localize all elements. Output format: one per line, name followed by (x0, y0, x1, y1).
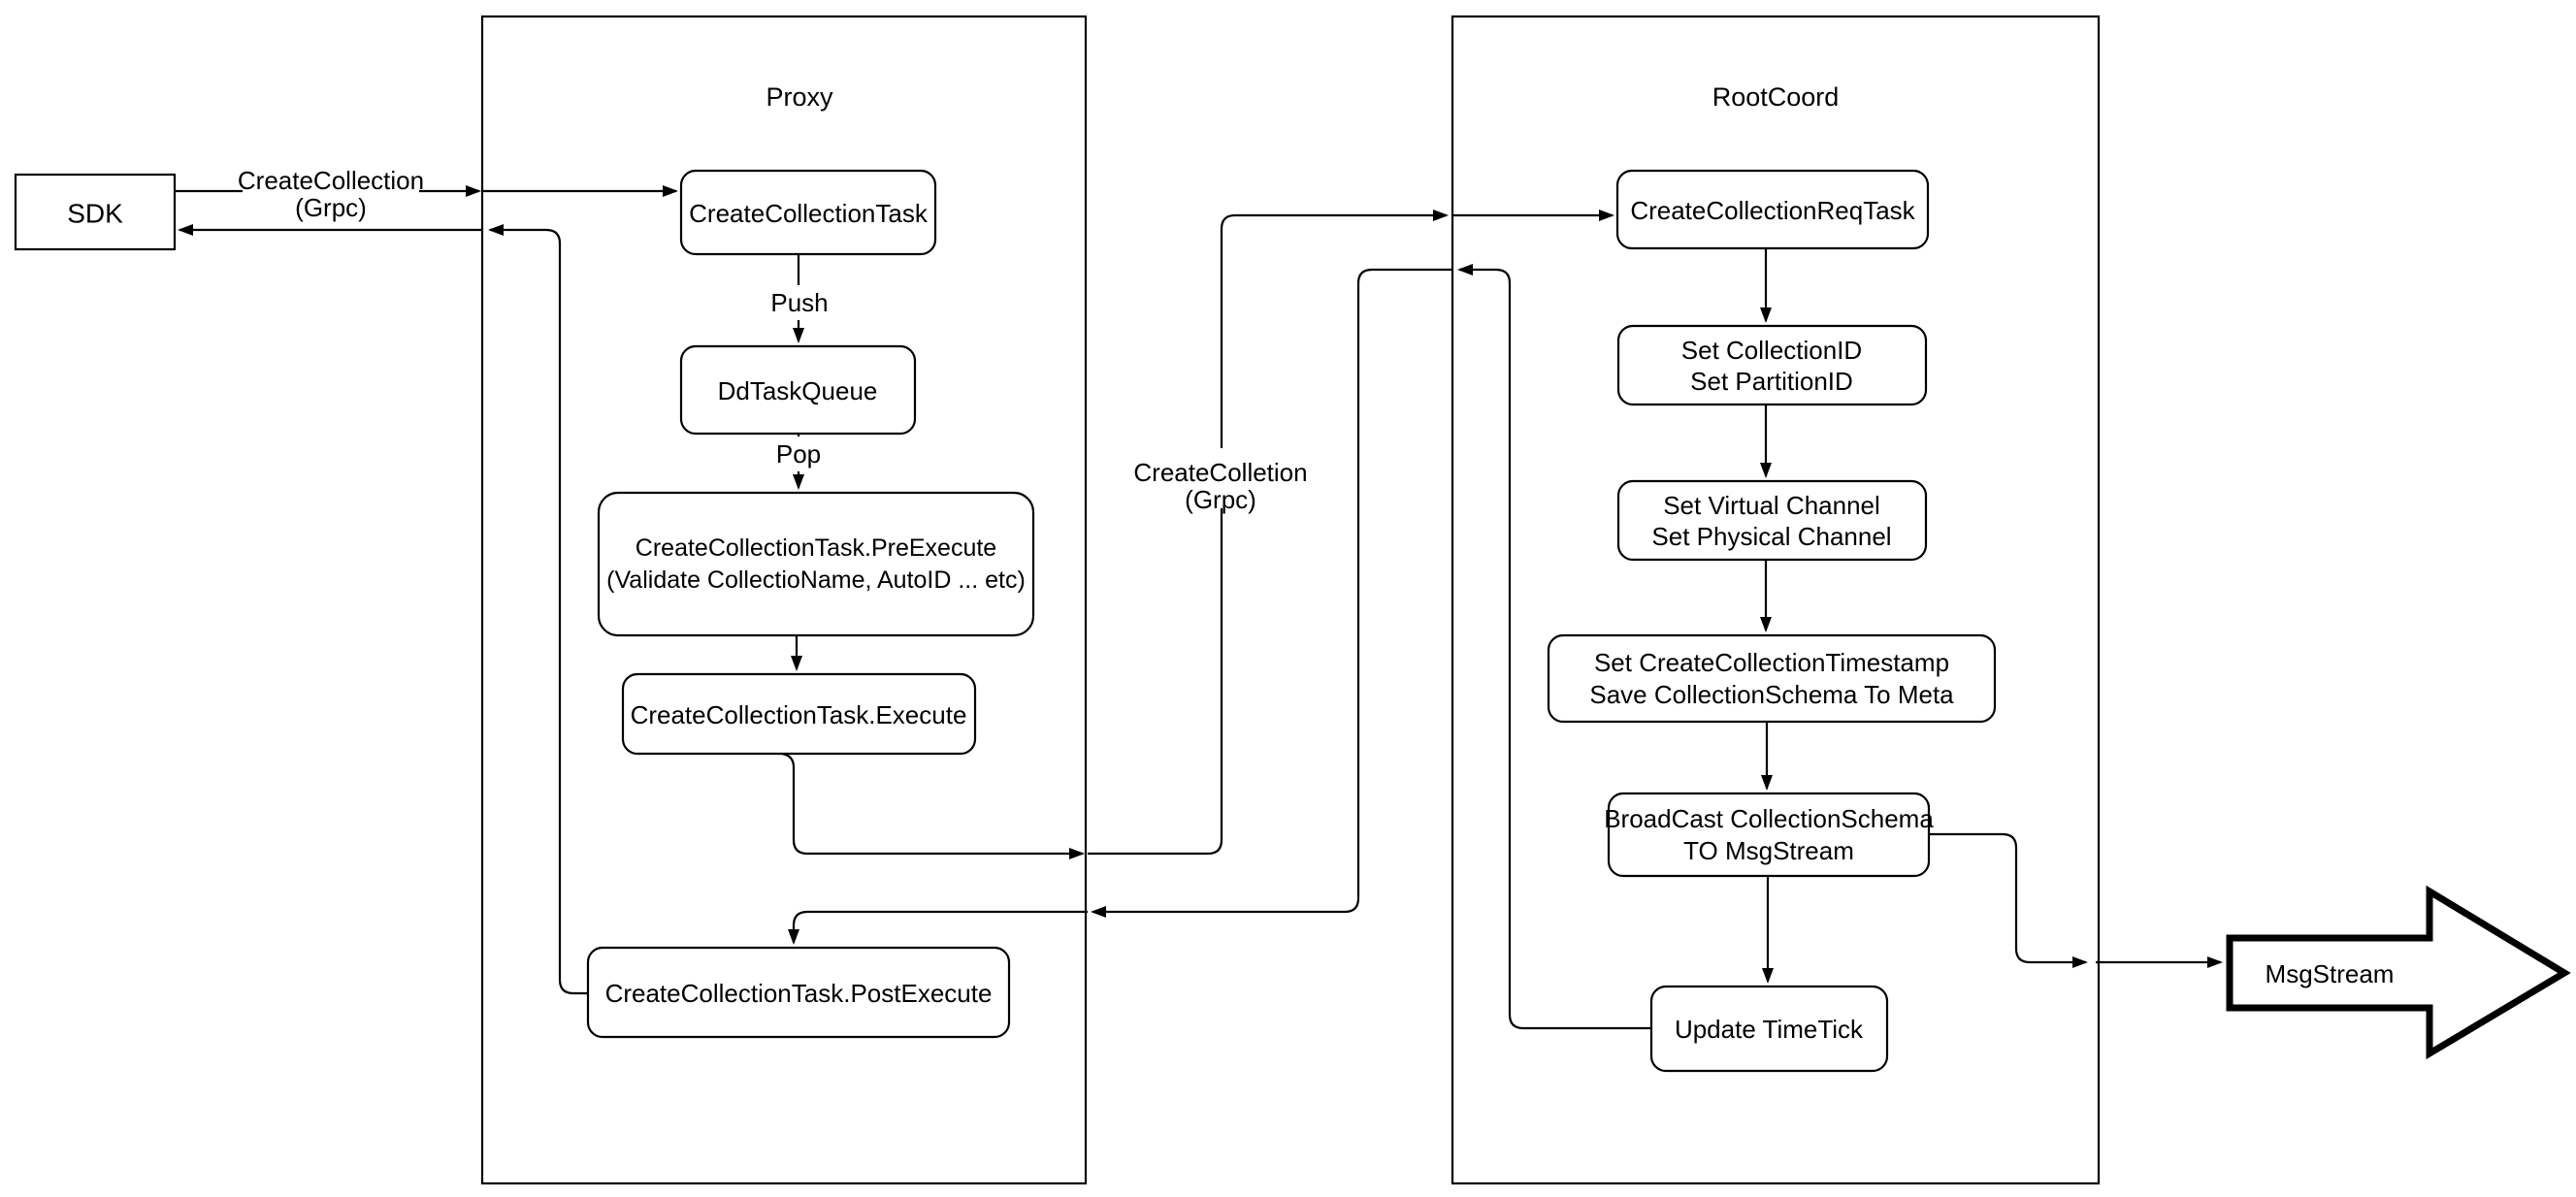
broadcast-box (1607, 792, 1931, 878)
label-background (770, 437, 827, 471)
node-set-channels: Set Virtual Channel Set Physical Channel (1616, 479, 1928, 562)
set-ids-box (1616, 324, 1928, 406)
edge-rootcoord-return-to-proxy (1091, 268, 1452, 918)
create-collection-task-box (679, 169, 937, 256)
label-background (763, 285, 836, 320)
pre-execute-box (597, 491, 1035, 637)
node-label: DdTaskQueue (718, 376, 878, 405)
execute-box (621, 672, 977, 756)
node-broadcast: BroadCast CollectionSchema TO MsgStream (1604, 792, 1934, 878)
edge-broadcast-to-rootcoord-edge (1929, 832, 2088, 968)
container-rootcoord: RootCoord (1451, 15, 2101, 1185)
node-update-timetick: Update TimeTick (1649, 985, 1889, 1073)
edge-execute-to-proxy-edge (781, 752, 1085, 859)
label-background (1133, 448, 1308, 508)
edge-label-line: Pop (776, 439, 821, 469)
node-create-collection-task: CreateCollectionTask (679, 169, 937, 256)
node-label: CreateCollectionTask.PreExecute (636, 534, 996, 562)
node-label: Set PartitionID (1690, 367, 1853, 396)
sdk-box (14, 173, 177, 251)
set-timestamp-box (1547, 633, 1997, 724)
node-label: (Validate CollectioName, AutoID ... etc) (606, 566, 1026, 594)
edge-label-pop: Pop (770, 437, 827, 471)
node-label: BroadCast CollectionSchema (1604, 804, 1934, 833)
node-label: Set Virtual Channel (1663, 491, 1880, 520)
proxy-boundary (480, 15, 1088, 1185)
set-channels-box (1616, 479, 1928, 562)
node-msgstream: MsgStream (2226, 885, 2571, 1060)
node-label: Update TimeTick (1675, 1015, 1864, 1044)
update-timetick-box (1649, 985, 1889, 1073)
edge-label-push: Push (763, 285, 836, 320)
node-label: SDK (67, 199, 123, 229)
edge-updatetimetick-to-rootcoord-edge (1457, 264, 1651, 1030)
node-label: CreateCollectionTask.Execute (631, 700, 967, 729)
node-sdk: SDK (14, 173, 177, 251)
node-label: CreateCollectionReqTask (1630, 196, 1915, 225)
node-label: MsgStream (2266, 959, 2395, 988)
msgstream-arrow-shape (2226, 885, 2571, 1060)
edge-label-createcollection-grpc: CreateCollection (Grpc) (238, 165, 424, 222)
node-execute: CreateCollectionTask.Execute (621, 672, 977, 756)
node-set-timestamp: Set CreateCollectionTimestamp Save Colle… (1547, 633, 1997, 724)
node-label: TO MsgStream (1683, 836, 1854, 865)
node-label: Set CreateCollectionTimestamp (1594, 648, 1949, 677)
label-background (243, 165, 419, 221)
rootcoord-boundary (1451, 15, 2101, 1185)
node-label: CreateCollectionTask.PostExecute (605, 979, 993, 1008)
container-proxy: Proxy (480, 15, 1088, 1185)
create-collection-req-task-box (1615, 169, 1930, 250)
edge-label-createcolletion-grpc: CreateColletion (Grpc) (1133, 448, 1308, 514)
node-label: Set Physical Channel (1651, 522, 1891, 551)
dd-task-queue-box (679, 344, 917, 436)
edge-label-line: CreateColletion (1133, 458, 1307, 487)
node-dd-task-queue: DdTaskQueue (679, 344, 917, 436)
node-label: Save CollectionSchema To Meta (1589, 680, 1954, 709)
edge-label-line: (Grpc) (1185, 485, 1256, 514)
edge-postexecute-to-proxy-edge (488, 224, 588, 995)
node-pre-execute: CreateCollectionTask.PreExecute (Validat… (597, 491, 1035, 637)
node-set-ids: Set CollectionID Set PartitionID (1616, 324, 1928, 406)
node-post-execute: CreateCollectionTask.PostExecute (586, 946, 1011, 1039)
node-label: Set CollectionID (1681, 336, 1862, 365)
proxy-title: Proxy (766, 82, 833, 112)
edge-proxy-return-to-postexecute (788, 910, 1088, 945)
edge-label-line: CreateCollection (238, 166, 424, 195)
node-create-collection-req-task: CreateCollectionReqTask (1615, 169, 1930, 250)
node-label: CreateCollectionTask (689, 199, 929, 228)
rootcoord-title: RootCoord (1712, 82, 1840, 112)
edge-label-line: (Grpc) (295, 193, 367, 222)
edge-label-line: Push (770, 288, 828, 317)
edge-proxy-to-rootcoord (1088, 210, 1449, 856)
post-execute-box (586, 946, 1011, 1039)
